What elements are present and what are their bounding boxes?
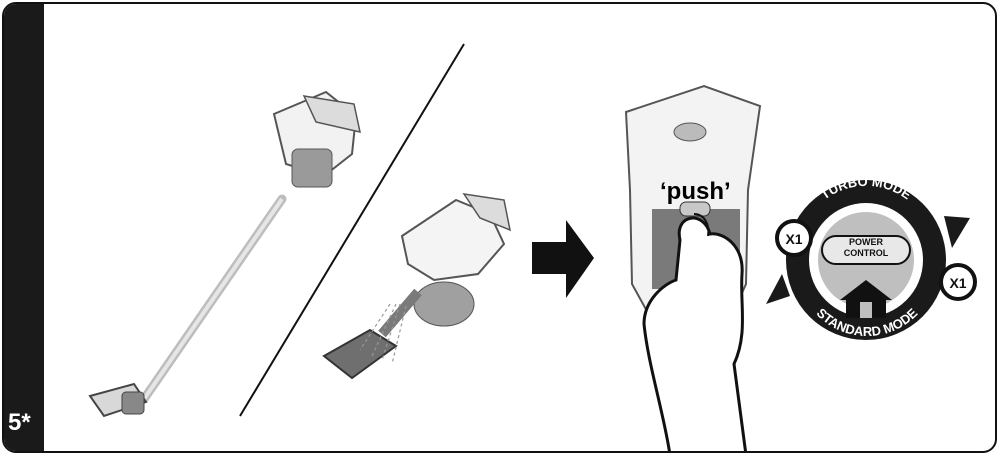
stick-vacuum-icon bbox=[88, 90, 361, 418]
press-count-right: X1 bbox=[949, 275, 966, 291]
power-label: POWER bbox=[849, 237, 884, 247]
divider-line bbox=[239, 43, 465, 417]
step-sidebar bbox=[4, 4, 44, 451]
control-label: CONTROL bbox=[844, 248, 889, 258]
push-label: ‘push’ bbox=[660, 178, 731, 205]
illustration: POWER CONTROL X1 X1 TURBO MODE STANDARD … bbox=[88, 43, 977, 451]
handheld-vacuum-icon bbox=[322, 193, 512, 380]
home-icon bbox=[840, 280, 892, 318]
press-count-left: X1 bbox=[785, 231, 802, 247]
step-number: 5* bbox=[8, 409, 31, 436]
hand-press-icon bbox=[642, 213, 747, 451]
cycle-arrows-icon bbox=[766, 180, 977, 340]
arrow-right-icon bbox=[532, 220, 594, 298]
